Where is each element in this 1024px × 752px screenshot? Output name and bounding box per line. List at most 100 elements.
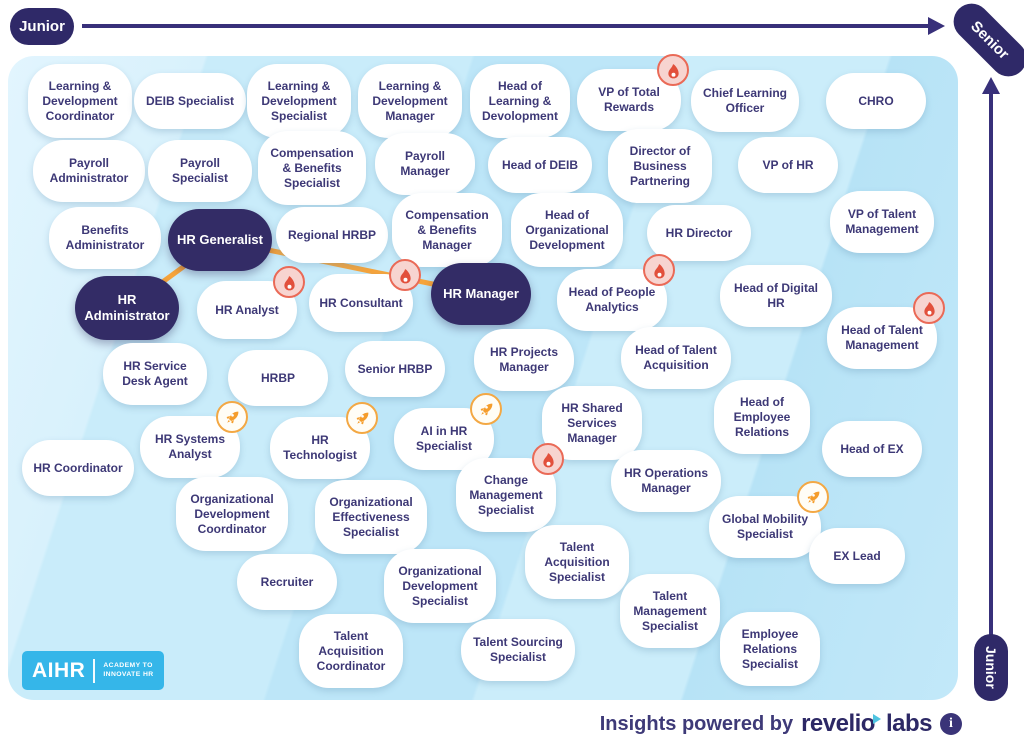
role-label: VP of Talent Management xyxy=(845,207,919,236)
role-label: EX Lead xyxy=(833,548,881,563)
role-label: Talent Sourcing Specialist xyxy=(473,635,563,664)
rocket-badge-icon xyxy=(470,393,502,425)
role-bubble: HR Consultant xyxy=(309,259,421,332)
role-bubble: Learning & Development Coordinator xyxy=(28,64,132,138)
role-label: HRBP xyxy=(260,370,295,385)
role-bubble: Employee Relations Specialist xyxy=(720,612,820,686)
fire-badge-icon xyxy=(643,254,675,286)
role-bubble: HR Operations Manager xyxy=(611,450,721,512)
role-label: Learning & Development Manager xyxy=(372,78,448,123)
role-label: Learning & Development Specialist xyxy=(261,78,337,123)
role-bubble: Payroll Specialist xyxy=(148,140,252,202)
aihr-logo-divider xyxy=(93,658,96,683)
role-bubble: Talent Sourcing Specialist xyxy=(461,619,575,681)
fire-badge-icon xyxy=(913,292,945,324)
role-label: HR Administrator xyxy=(84,291,170,323)
aihr-logo-name: AIHR xyxy=(32,658,86,682)
role-bubble: HR Analyst xyxy=(197,266,305,339)
rocket-badge-icon xyxy=(797,481,829,513)
revelio-wordmark: revelio xyxy=(801,710,875,737)
fire-badge-icon xyxy=(273,266,305,298)
role-bubble: Payroll Manager xyxy=(375,133,475,195)
role-label: Learning & Development Coordinator xyxy=(42,78,118,123)
role-bubble: HR Projects Manager xyxy=(474,329,574,391)
insights-footer: Insights powered by revelio labs i xyxy=(600,707,962,741)
role-label: Talent Acquisition Specialist xyxy=(544,539,610,584)
role-label: Head of Learning & Devolopment xyxy=(481,78,558,123)
role-label: HR Manager xyxy=(443,285,519,301)
role-label: Head of Employee Relations xyxy=(733,394,791,439)
role-bubble: Head of Digital HR xyxy=(720,265,832,327)
revelio-logo-mark-icon xyxy=(872,714,881,724)
role-bubble: Talent Management Specialist xyxy=(620,574,720,648)
role-bubble: Recruiter xyxy=(237,554,337,610)
role-label: HR Analyst xyxy=(215,302,279,317)
role-bubble: Head of People Analytics xyxy=(557,254,675,331)
role-bubble: DEIB Specialist xyxy=(134,73,246,129)
role-label: HR Consultant xyxy=(319,295,403,310)
role-label: Director of Business Partnering xyxy=(629,143,691,188)
role-bubble: Learning & Development Manager xyxy=(358,64,462,138)
role-bubble: Global Mobility Specialist xyxy=(709,481,829,558)
role-label: DEIB Specialist xyxy=(145,93,235,108)
role-bubble: Change Management Specialist xyxy=(456,443,564,532)
highlighted-role-bubble: HR Generalist xyxy=(168,209,272,271)
role-label: HR Shared Services Manager xyxy=(561,400,623,445)
role-bubble: Payroll Administrator xyxy=(33,140,145,202)
role-label: Compensation & Benefits Specialist xyxy=(270,145,354,190)
role-bubble: Organizational Development Coordinator xyxy=(176,477,288,551)
highlighted-role-bubble: HR Administrator xyxy=(75,276,179,340)
role-label: CHRO xyxy=(858,93,894,108)
role-bubble: VP of HR xyxy=(738,137,838,193)
role-label: Organizational Effectiveness Specialist xyxy=(329,494,413,539)
role-label: Head of Digital HR xyxy=(733,281,818,310)
role-label: Head of People Analytics xyxy=(568,285,656,314)
role-bubble: Senior HRBP xyxy=(345,341,445,397)
role-label: HR Technologist xyxy=(283,433,357,462)
revelio-labs-logo: revelio labs xyxy=(801,710,932,738)
role-label: VP of Total Rewards xyxy=(598,85,660,114)
role-label: VP of HR xyxy=(762,157,814,172)
role-label: Head of Talent Acquisition xyxy=(635,343,717,372)
role-bubble: Head of Learning & Devolopment xyxy=(470,64,570,138)
role-label: Payroll Administrator xyxy=(49,156,129,185)
role-bubble: Head of DEIB xyxy=(488,137,592,193)
info-icon[interactable]: i xyxy=(940,713,962,735)
role-label: Talent Management Specialist xyxy=(633,588,707,633)
fire-badge-icon xyxy=(532,443,564,475)
top-axis-line xyxy=(82,24,930,28)
role-label: HR Director xyxy=(665,225,733,240)
role-label: HR Coordinator xyxy=(33,460,123,475)
role-bubble: Head of EX xyxy=(822,421,922,477)
role-label: Payroll Specialist xyxy=(171,156,229,185)
role-bubble: Benefits Administrator xyxy=(49,207,161,269)
aihr-logo-tagline: ACADEMY TO INNOVATE HR xyxy=(103,662,154,678)
role-bubble: EX Lead xyxy=(809,528,905,584)
insights-label: Insights powered by xyxy=(599,712,794,735)
rocket-badge-icon xyxy=(216,401,248,433)
role-bubble: AI in HR Specialist xyxy=(394,393,502,470)
right-axis-line xyxy=(989,92,993,638)
role-label: Benefits Administrator xyxy=(65,223,145,252)
role-bubble: Compensation & Benefits Specialist xyxy=(258,131,366,205)
role-bubble: Compensation & Benefits Manager xyxy=(392,193,502,267)
role-bubble: Organizational Effectiveness Specialist xyxy=(315,480,427,554)
role-label: Employee Relations Specialist xyxy=(741,626,799,671)
role-bubble: HR Systems Analyst xyxy=(140,401,248,478)
role-bubble: HR Service Desk Agent xyxy=(103,343,207,405)
right-axis-arrowhead-icon xyxy=(982,77,1000,94)
role-bubble: Head of Organizational Development xyxy=(511,193,623,267)
role-bubble: HR Director xyxy=(647,205,751,261)
role-bubble: VP of Talent Management xyxy=(830,191,934,253)
top-axis-arrowhead-icon xyxy=(928,17,945,35)
role-label: HR Operations Manager xyxy=(623,466,708,495)
role-label: Senior HRBP xyxy=(357,361,433,376)
role-label: HR Projects Manager xyxy=(489,345,559,374)
role-label: Change Management Specialist xyxy=(469,472,543,517)
junior-pill-top: Junior xyxy=(10,8,74,45)
role-label: Head of Talent Management xyxy=(841,323,923,352)
role-label: HR Service Desk Agent xyxy=(122,359,188,388)
role-label: HR Systems Analyst xyxy=(154,432,226,461)
